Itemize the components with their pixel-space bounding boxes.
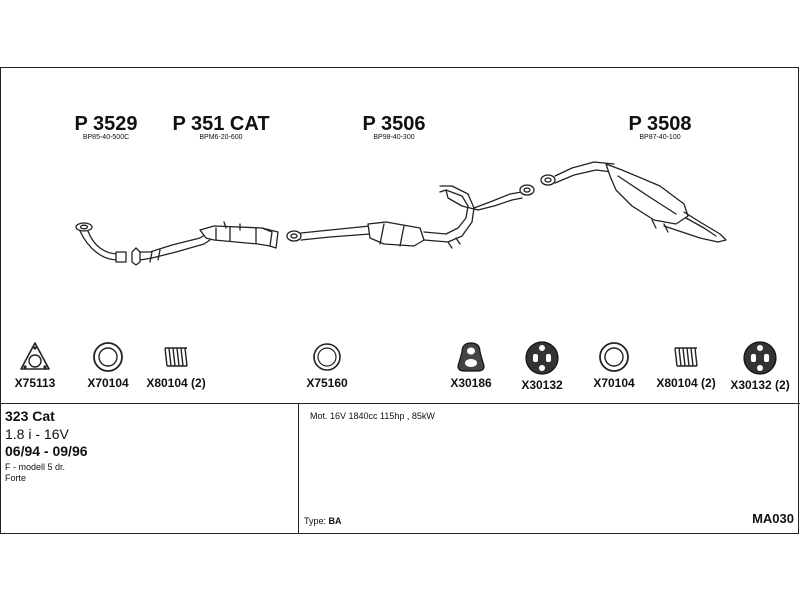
middle-silencer-section — [286, 184, 535, 249]
vehicle-period: 06/94 - 09/96 — [5, 443, 88, 459]
catalyst-section — [131, 221, 279, 266]
part-label-front-pipe: P 3529 BP85-40-500C — [66, 113, 146, 141]
diagram-frame — [0, 67, 799, 534]
accessory-label: X80104 (2) — [146, 376, 206, 390]
rear-silencer-section — [540, 161, 727, 243]
part-number: P 3508 — [628, 113, 692, 135]
ring-gasket-icon — [93, 342, 123, 372]
vehicle-variant: F - modell 5 dr. — [5, 462, 66, 472]
part-label-catalyst: P 351 CAT BPM6-20-600 — [166, 113, 276, 141]
accessory-x70104-rear: X70104 — [574, 340, 654, 390]
accessory-label: X30186 — [450, 376, 492, 390]
motor-spec: Mot. 16V 1840cc 115hp , 85kW — [310, 411, 435, 421]
accessory-label: X75160 — [306, 376, 348, 390]
type-value: BA — [328, 516, 342, 526]
accessory-x80104-rear: X80104 (2) — [646, 340, 726, 390]
spring-bolt-icon — [164, 347, 188, 367]
accessory-x30132: X30132 — [502, 340, 582, 392]
accessory-x70104: X70104 — [68, 340, 148, 390]
vehicle-info: 323 Cat 1.8 i - 16V 06/94 - 09/96 F - mo… — [5, 408, 295, 483]
vehicle-engine: 1.8 i - 16V — [5, 426, 69, 442]
part-oem-code: BP98-40-300 — [373, 134, 415, 141]
rubber-mount-icon — [743, 341, 777, 375]
type-label: Type: — [304, 516, 327, 526]
part-oem-code: BP85-40-500C — [82, 134, 130, 141]
diagram-code: MA030 — [752, 511, 794, 526]
part-number: P 3506 — [362, 113, 426, 135]
part-number: P 3529 — [74, 113, 138, 135]
vehicle-model: 323 Cat — [5, 408, 55, 424]
part-oem-code: BP87-40-100 — [639, 134, 681, 141]
part-number: P 351 CAT — [172, 113, 270, 135]
ring-gasket-icon — [599, 342, 629, 372]
ring-gasket-icon — [313, 343, 341, 371]
accessory-label: X30132 (2) — [730, 378, 790, 392]
triangular-flange-gasket-icon — [20, 342, 50, 370]
rubber-hanger-icon — [457, 342, 485, 372]
exhaust-system-drawing — [75, 161, 727, 266]
accessory-x75160: X75160 — [287, 340, 367, 390]
spring-bolt-icon — [674, 347, 698, 367]
vehicle-trim: Forte — [5, 473, 27, 483]
type-field: Type: BA — [304, 516, 342, 526]
accessory-x30186: X30186 — [431, 340, 511, 390]
accessory-label: X70104 — [593, 376, 635, 390]
info-divider-horizontal — [0, 403, 800, 404]
part-oem-code: BPM6-20-600 — [199, 134, 243, 141]
accessory-label: X30132 — [521, 378, 563, 392]
accessory-x30132-rear: X30132 (2) — [720, 340, 800, 392]
accessory-label: X75113 — [14, 376, 56, 390]
front-pipe — [75, 222, 127, 263]
accessory-x75113: X75113 — [0, 340, 75, 390]
rubber-mount-icon — [525, 341, 559, 375]
accessory-label: X70104 — [87, 376, 129, 390]
part-label-middle-silencer: P 3506 BP98-40-300 — [354, 113, 434, 141]
part-label-rear-silencer: P 3508 BP87-40-100 — [620, 113, 700, 141]
accessory-x80104: X80104 (2) — [136, 340, 216, 390]
accessory-label: X80104 (2) — [656, 376, 716, 390]
info-divider-vertical — [298, 403, 299, 534]
